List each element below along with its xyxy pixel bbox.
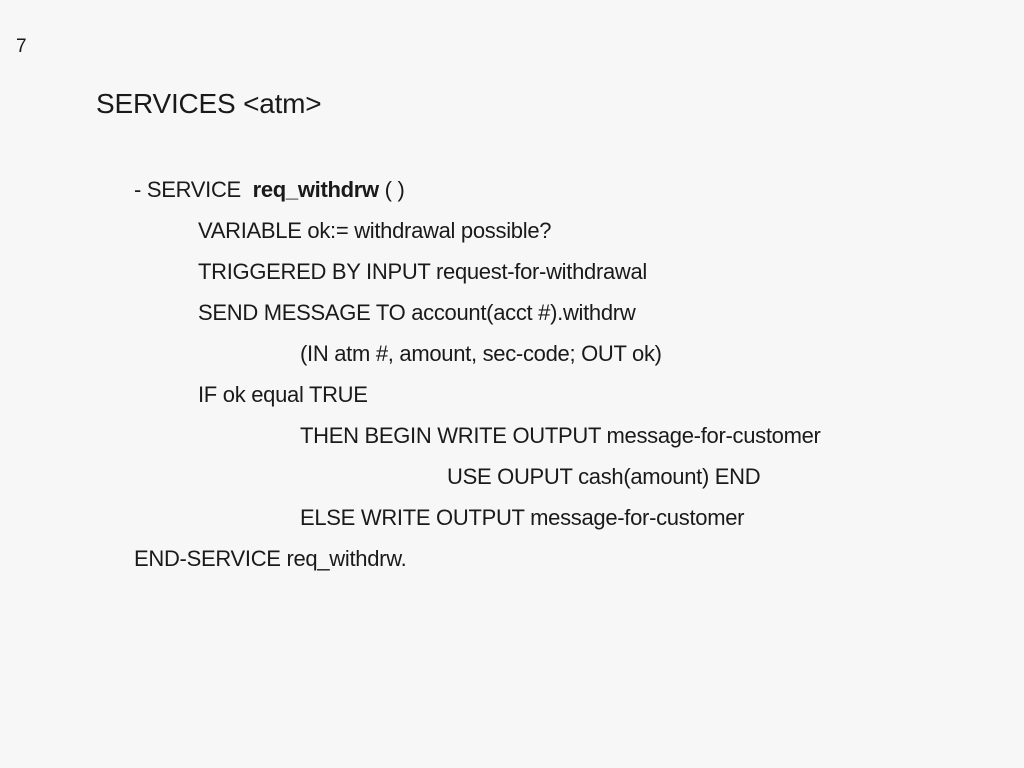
service-keyword: - SERVICE [134, 177, 253, 202]
slide-title: SERVICES <atm> [96, 88, 322, 119]
if-line: IF ok equal TRUE [198, 382, 368, 407]
else-line: ELSE WRITE OUTPUT message-for-customer [300, 505, 745, 530]
send-message-line: SEND MESSAGE TO account(acct #).withdrw [198, 300, 636, 325]
slide-number: 7 [16, 36, 27, 57]
use-output-line: USE OUPUT cash(amount) END [447, 464, 761, 489]
then-line: THEN BEGIN WRITE OUTPUT message-for-cust… [300, 423, 821, 448]
service-parens: ( ) [378, 177, 405, 202]
end-service-line: END-SERVICE req_withdrw. [134, 546, 407, 571]
triggered-line: TRIGGERED BY INPUT request-for-withdrawa… [198, 259, 648, 284]
service-declaration-line: - SERVICE req_withdrw ( ) [134, 177, 405, 203]
service-name: req_withdrw [252, 177, 380, 202]
variable-line: VARIABLE ok:= withdrawal possible? [198, 218, 552, 243]
params-line: (IN atm #, amount, sec-code; OUT ok) [300, 341, 662, 366]
